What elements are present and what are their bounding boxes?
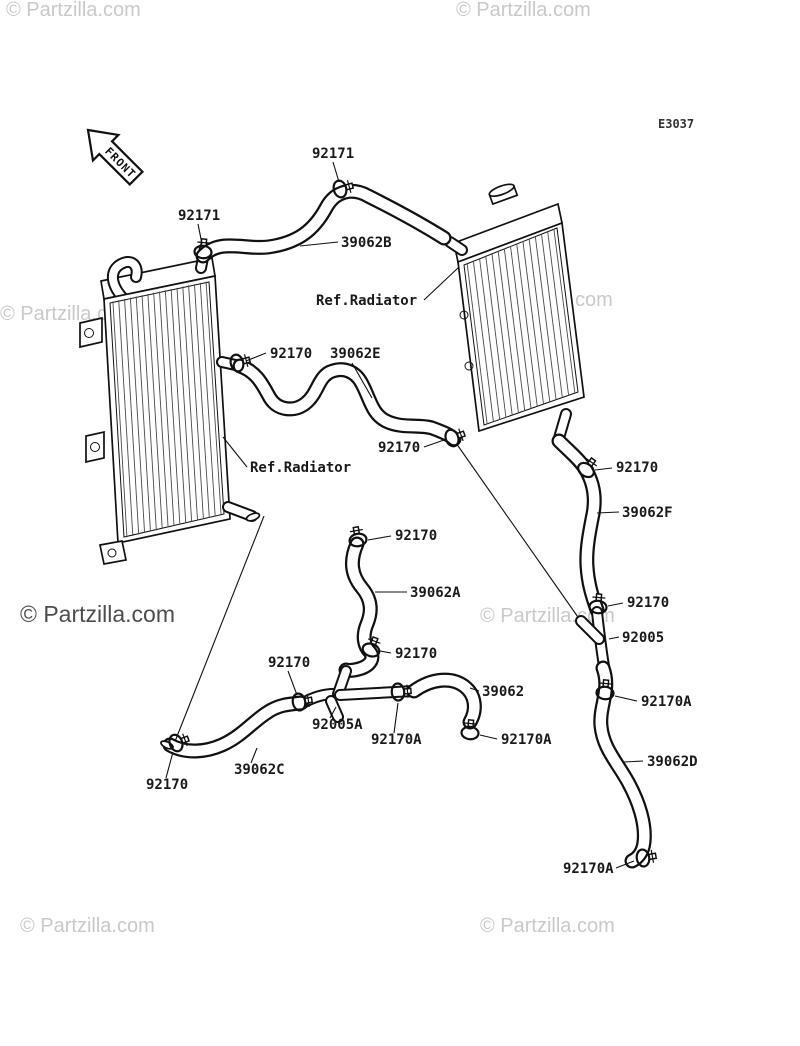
- part-label-92170A: 92170A: [371, 732, 422, 748]
- part-label-92170: 92170: [627, 595, 669, 611]
- part-label-92170A: 92170A: [563, 861, 614, 877]
- left-radiator-fins: [112, 281, 222, 538]
- part-label-92005A: 92005A: [312, 717, 363, 733]
- leader-lines: [165, 161, 644, 869]
- part-label-92170: 92170: [146, 777, 188, 793]
- hose-39062F: [551, 433, 605, 618]
- part-label-39062E: 39062E: [330, 346, 381, 362]
- watermark: © Partzilla.com: [20, 601, 175, 627]
- watermark: © Partzilla.com: [6, 0, 141, 21]
- part-label-92170: 92170: [270, 346, 312, 362]
- part-label-92170A: 92170A: [641, 694, 692, 710]
- part-label-92005: 92005: [622, 630, 664, 646]
- ref-radiator-label: Ref.Radiator: [250, 460, 351, 476]
- left-radiator-bracket: [98, 540, 128, 565]
- right-radiator-fins: [466, 229, 576, 424]
- hose-39062D: [593, 660, 652, 869]
- front-arrow-shape: [86, 128, 145, 187]
- part-labels: 92171 92171 39062B Ref.Radiator 92170 39…: [146, 146, 698, 877]
- y-pipe-92005: [575, 606, 610, 672]
- front-arrow: FRONT: [86, 128, 145, 187]
- part-label-92171: 92171: [178, 208, 220, 224]
- part-label-92170A: 92170A: [501, 732, 552, 748]
- watermark: © Partzilla.com: [456, 0, 591, 21]
- right-radiator: [444, 183, 585, 444]
- part-label-39062C: 39062C: [234, 762, 285, 778]
- hose-39062E: [232, 358, 462, 447]
- radiator-cap: [488, 183, 519, 206]
- part-label-92170: 92170: [378, 440, 420, 456]
- part-label-39062B: 39062B: [341, 235, 392, 251]
- part-label-92170: 92170: [395, 528, 437, 544]
- left-radiator: [79, 242, 261, 565]
- connection-lines: [173, 442, 581, 745]
- part-label-39062A: 39062A: [410, 585, 461, 601]
- part-label-39062D: 39062D: [647, 754, 698, 770]
- part-label-39062: 39062: [482, 684, 524, 700]
- part-label-92170: 92170: [616, 460, 658, 476]
- hose-39062: [406, 672, 482, 730]
- hose-39062B: [195, 183, 452, 264]
- watermark: © Partzilla.com: [480, 915, 615, 937]
- part-label-39062F: 39062F: [622, 505, 673, 521]
- watermark: © Partzilla.com: [20, 915, 155, 937]
- part-label-92171: 92171: [312, 146, 354, 162]
- left-radiator-bracket: [85, 430, 105, 464]
- left-radiator-bracket: [79, 316, 103, 349]
- part-label-92170: 92170: [268, 655, 310, 671]
- hoses: [160, 183, 652, 869]
- part-label-92170: 92170: [395, 646, 437, 662]
- ref-radiator-label: Ref.Radiator: [316, 293, 417, 309]
- hose-39062A: [338, 536, 380, 678]
- diagram-code: E3037: [658, 117, 694, 131]
